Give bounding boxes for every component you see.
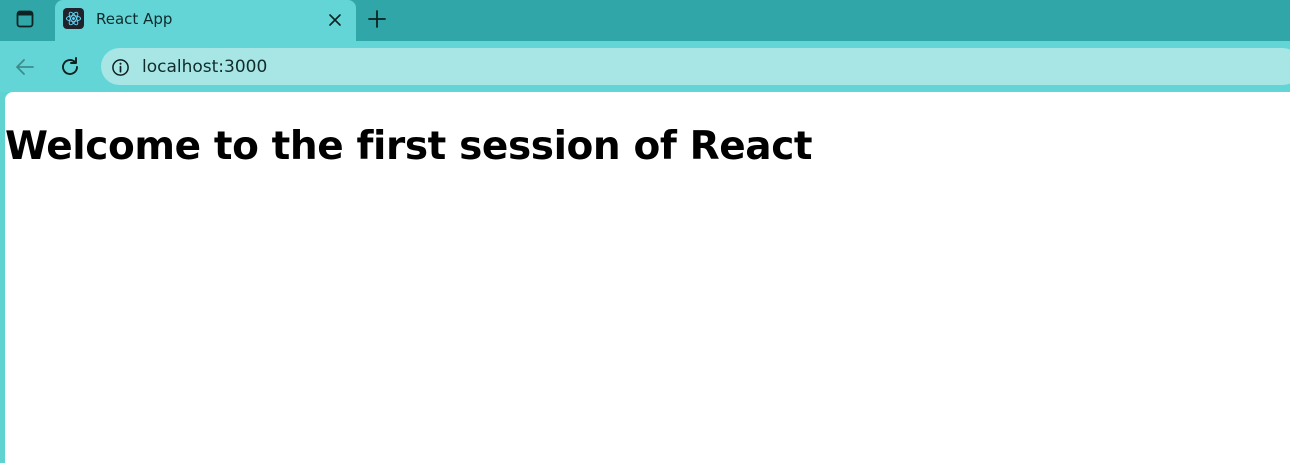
address-bar[interactable]: localhost:3000 (101, 48, 1290, 85)
tab-actions-button[interactable] (8, 4, 42, 34)
back-arrow-icon (13, 55, 37, 79)
page-viewport: Welcome to the first session of React (5, 92, 1290, 463)
back-button[interactable] (10, 52, 40, 82)
browser-toolbar: localhost:3000 (0, 41, 1290, 92)
reload-icon (58, 55, 82, 79)
plus-icon (367, 9, 387, 29)
url-text[interactable]: localhost:3000 (142, 57, 268, 77)
close-icon[interactable] (324, 9, 346, 31)
new-tab-button[interactable] (362, 4, 392, 34)
react-logo-icon (63, 8, 84, 29)
tab-strip: React App (0, 0, 1290, 41)
tab-react-app[interactable]: React App (55, 0, 356, 41)
tab-search-icon (16, 10, 34, 28)
page-heading: Welcome to the first session of React (5, 124, 813, 169)
info-icon[interactable] (110, 57, 130, 77)
tab-title: React App (96, 10, 173, 28)
reload-button[interactable] (55, 52, 85, 82)
